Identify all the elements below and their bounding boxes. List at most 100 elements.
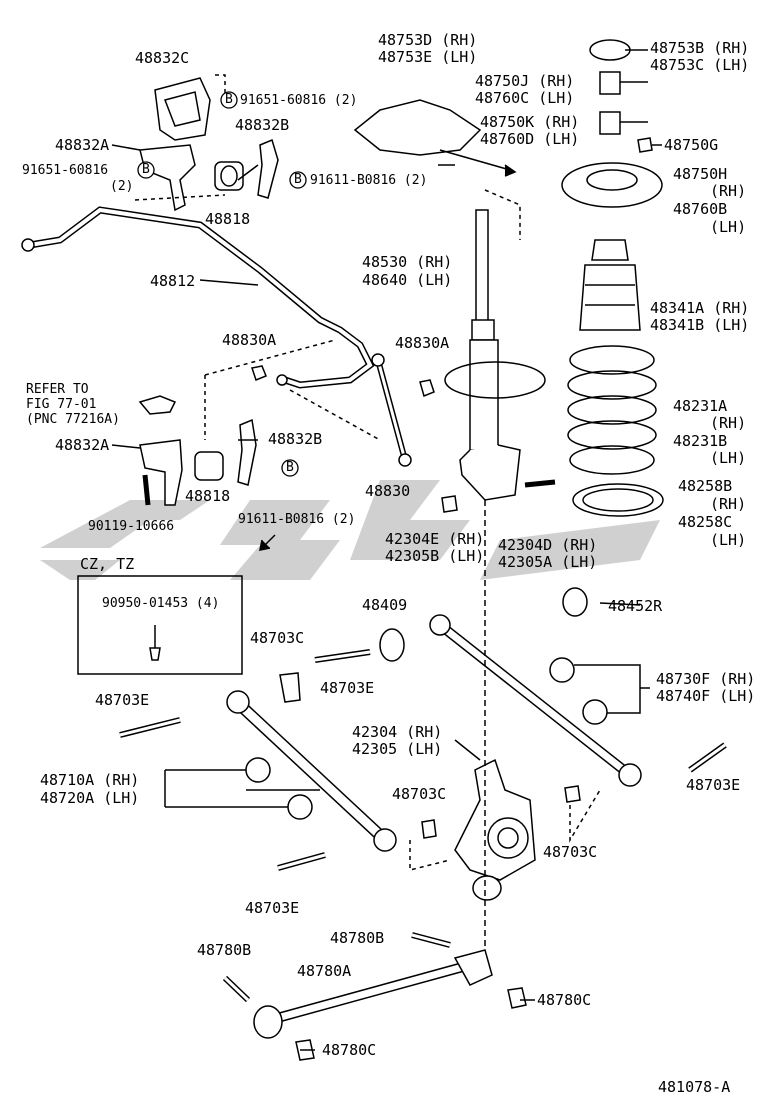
bracket-48832b-mid	[237, 418, 257, 486]
part-label-48780b-left: 48780B	[197, 941, 252, 959]
part-label-42304d: 42304D (RH)	[498, 536, 598, 554]
part-label-48832b-top: 48832B	[235, 116, 290, 134]
part-label-48740f: 48740F (LH)	[656, 687, 756, 705]
part-label-48753c: 48753C (LH)	[650, 56, 750, 74]
knuckle-42304	[454, 758, 536, 881]
b-marker-2	[137, 161, 155, 179]
part-label-48832a-top: 48832A	[55, 136, 110, 154]
part-label-48341a: 48341A (RH)	[650, 299, 750, 317]
b-marker-letter: B	[294, 172, 302, 187]
part-label-48780c-right: 48780C	[537, 991, 592, 1009]
part-label-48780c-bottom: 48780C	[322, 1041, 377, 1059]
part-label-48703c-top: 48703C	[250, 629, 305, 647]
part-label-48703e-left: 48703E	[95, 691, 150, 709]
part-label-48753e: 48753E (LH)	[378, 48, 478, 66]
nut-48750g	[637, 137, 653, 153]
part-label-90950: 90950-01453 (4)	[102, 596, 220, 611]
part-label-48830a-left: 48830A	[222, 331, 277, 349]
b-marker-letter: B	[142, 162, 150, 177]
part-label-48812: 48812	[150, 272, 196, 290]
spring-seat-48258b	[572, 483, 664, 517]
part-label-48832c: 48832C	[135, 49, 190, 67]
part-label-48818-mid: 48818	[185, 487, 231, 505]
bolt-90119	[142, 474, 151, 506]
part-label-48832a-mid: 48832A	[55, 436, 110, 454]
nut-48703c-top	[279, 672, 301, 703]
cz-tz-box	[77, 575, 243, 675]
dust-boot	[579, 264, 641, 331]
bolt-42304d	[524, 479, 556, 488]
bushing-48818-mid	[194, 451, 224, 481]
part-label-48231b: 48231B	[673, 432, 728, 450]
part-label-48640: 48640 (LH)	[362, 271, 453, 289]
refer-note-line3: (PNC 77216A)	[26, 412, 120, 427]
refer-note-line2: FIG 77-01	[26, 397, 97, 412]
part-label-48703c-right: 48703C	[543, 843, 598, 861]
upper-mount-48750h	[561, 162, 663, 208]
part-label-48730f: 48730F (RH)	[656, 670, 756, 688]
part-label-48703c-mid: 48703C	[392, 785, 447, 803]
part-label-48780a: 48780A	[297, 962, 352, 980]
part-label-91611-top: 91611-B0816 (2)	[310, 173, 428, 188]
bushing-48710a	[245, 757, 271, 783]
part-label-48753b: 48753B (RH)	[650, 39, 750, 57]
nut-48780c-right	[507, 987, 527, 1009]
nut-48830a-right	[419, 379, 435, 398]
part-label-48750j: 48750J (RH)	[475, 72, 575, 90]
stabilizer-bar-48812	[29, 206, 375, 389]
part-label-48760b-lh: (LH)	[710, 218, 747, 236]
part-label-42305a: 42305A (LH)	[498, 553, 598, 571]
part-label-48750h: 48750H	[673, 165, 728, 183]
bushing-48750k	[599, 111, 621, 135]
strut-body	[469, 339, 499, 451]
refer-clip	[138, 395, 177, 415]
part-label-48409: 48409	[362, 596, 408, 614]
part-label-48832b-mid: 48832B	[268, 430, 323, 448]
part-label-48830: 48830	[365, 482, 411, 500]
part-label-48452r: 48452R	[608, 597, 663, 615]
part-label-48231a-rh: (RH)	[710, 414, 747, 432]
nut-48703c-mid	[421, 819, 437, 839]
part-label-48341b: 48341B (LH)	[650, 316, 750, 334]
part-label-48231b-lh: (LH)	[710, 449, 747, 467]
b-marker-4	[281, 459, 299, 477]
refer-note-line1: REFER TO	[26, 382, 89, 397]
part-label-48703e-mid: 48703E	[320, 679, 375, 697]
b-marker-1	[220, 91, 238, 109]
watermark-logo	[40, 480, 660, 580]
figure-id: 481078-A	[658, 1078, 731, 1096]
diagram-lines	[21, 39, 727, 1061]
b-markers	[137, 91, 307, 477]
part-label-91651-top: 91651-60816 (2)	[240, 93, 358, 108]
strut-rod-48530	[475, 209, 489, 331]
part-label-91611-mid: 91611-B0816 (2)	[238, 512, 356, 527]
part-label-48753d: 48753D (RH)	[378, 31, 478, 49]
b-marker-letter: B	[286, 460, 294, 475]
bushing-48730f	[549, 657, 575, 683]
b-marker-letter: B	[225, 92, 233, 107]
variant-note-cz-tz: CZ, TZ	[80, 555, 135, 573]
part-label-48231a: 48231A	[673, 397, 728, 415]
nut-48830a-left	[251, 365, 267, 381]
part-label-48760c: 48760C (LH)	[475, 89, 575, 107]
cap-48753b	[589, 39, 631, 61]
bushing-48740f	[582, 699, 608, 725]
nut-42304e	[441, 495, 458, 513]
part-label-48760b: 48760B	[673, 200, 728, 218]
part-label-48750k: 48750K (RH)	[480, 113, 580, 131]
part-label-42305: 42305 (LH)	[352, 740, 443, 758]
part-label-48703e-right: 48703E	[686, 776, 741, 794]
part-label-48818-top: 48818	[205, 210, 251, 228]
bracket-48832c	[154, 77, 211, 141]
part-label-48720a: 48720A (LH)	[40, 789, 140, 807]
insulator-48753d	[353, 99, 482, 156]
part-label-48258c-lh: (LH)	[710, 531, 747, 549]
part-label-48703e-bottom: 48703E	[245, 899, 300, 917]
clip-90950	[149, 647, 161, 661]
part-label-42304: 42304 (RH)	[352, 723, 443, 741]
part-label-48530: 48530 (RH)	[362, 253, 453, 271]
part-label-48830a-right: 48830A	[395, 334, 450, 352]
bushing-48720a	[287, 794, 313, 820]
part-label-48780b-mid: 48780B	[330, 929, 385, 947]
